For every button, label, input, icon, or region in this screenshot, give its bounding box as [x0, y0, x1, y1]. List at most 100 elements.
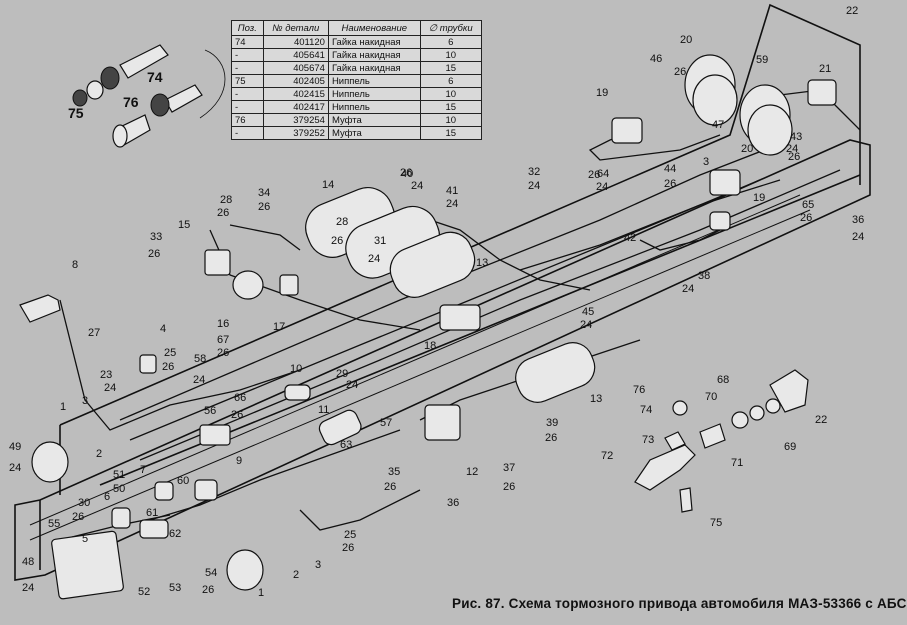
table-row: - 405641 Гайка накидная 10	[231, 48, 483, 62]
label-26: 26	[217, 207, 229, 219]
table-cell: -	[231, 48, 264, 62]
label-26: 26	[788, 151, 800, 163]
table-cell: Гайка накидная	[327, 35, 421, 49]
label-26: 26	[258, 201, 270, 213]
label-24: 24	[9, 462, 21, 474]
label-66: 66	[234, 392, 246, 404]
label-26: 26	[588, 169, 600, 181]
label-54: 54	[205, 567, 217, 579]
label-68: 68	[717, 374, 729, 386]
label-49: 49	[9, 441, 21, 453]
label-31: 31	[374, 235, 386, 247]
label-24: 24	[368, 253, 380, 265]
table-row: - 379252 Муфта 15	[231, 126, 483, 140]
table-header: № детали	[262, 20, 329, 36]
label-56: 56	[204, 405, 216, 417]
label-8: 8	[72, 259, 78, 271]
valve-60	[194, 479, 218, 501]
table-cell: Гайка накидная	[327, 61, 421, 75]
table-cell: -	[231, 100, 264, 114]
label-62: 62	[169, 528, 181, 540]
table-cell: 15	[419, 61, 483, 75]
valve-21	[807, 79, 837, 106]
table-cell: 10	[419, 48, 483, 62]
table-cell: Гайка накидная	[327, 48, 421, 62]
label-37: 37	[503, 462, 515, 474]
table-cell: Муфта	[327, 113, 421, 127]
label-55: 55	[48, 518, 60, 530]
table-cell: 402405	[262, 74, 329, 88]
table-row: - 402415 Ниппель 10	[231, 87, 483, 101]
table-cell: 405641	[262, 48, 329, 62]
label-3: 3	[315, 559, 321, 571]
label-71: 71	[731, 457, 743, 469]
label-19: 19	[596, 87, 608, 99]
table-cell: -	[231, 61, 264, 75]
label-26: 26	[800, 212, 812, 224]
label-67: 67	[217, 334, 229, 346]
label-3: 3	[703, 156, 709, 168]
label-33: 33	[150, 231, 162, 243]
air-tank-13	[515, 342, 596, 403]
label-20: 20	[680, 34, 692, 46]
valve-17	[279, 274, 299, 296]
brake-chamber-1-left	[31, 441, 69, 483]
label-19: 19	[753, 192, 765, 204]
label-2: 2	[293, 569, 299, 581]
label-35: 35	[388, 466, 400, 478]
label-36: 36	[852, 214, 864, 226]
table-cell: Ниппель	[327, 87, 421, 101]
label-20: 20	[741, 143, 753, 155]
table-cell: Ниппель	[327, 100, 421, 114]
callout-labels: 1 1 2 2 3 3 3 4 5 6 7 8 9 10 11 12 13 13…	[9, 5, 864, 599]
label-14: 14	[322, 179, 334, 191]
label-24: 24	[596, 181, 608, 193]
table-row: - 402417 Ниппель 15	[231, 100, 483, 114]
label-42: 42	[624, 232, 636, 244]
label-28: 28	[336, 216, 348, 228]
label-34: 34	[258, 187, 270, 199]
label-26: 26	[674, 66, 686, 78]
label-30: 30	[78, 497, 90, 509]
label-45: 45	[582, 306, 594, 318]
valve-15	[204, 249, 231, 276]
label-24: 24	[682, 283, 694, 295]
label-64: 64	[597, 168, 609, 180]
label-58: 58	[194, 353, 206, 365]
table-row: - 405674 Гайка накидная 15	[231, 61, 483, 75]
label-4: 4	[160, 323, 166, 335]
table-header-row: Поз. № детали Наименование ∅ трубки	[231, 20, 483, 36]
table-cell: 15	[419, 126, 483, 140]
label-13: 13	[590, 393, 602, 405]
detail-assembly-67	[634, 369, 809, 513]
label-25: 25	[164, 347, 176, 359]
label-26: 26	[384, 481, 396, 493]
table-cell: 76	[231, 113, 264, 127]
label-11: 11	[318, 404, 329, 416]
inset-label-74: 74	[147, 69, 163, 85]
table-cell: 401120	[262, 35, 329, 49]
label-26: 26	[72, 511, 84, 523]
table-cell: 379254	[262, 113, 329, 127]
table-cell: Ниппель	[327, 74, 421, 88]
label-7: 7	[140, 464, 146, 476]
valve-7	[154, 481, 174, 501]
label-12: 12	[466, 466, 478, 478]
label-26: 26	[162, 361, 174, 373]
label-25: 25	[344, 529, 356, 541]
table-cell: Муфта	[327, 126, 421, 140]
label-9: 9	[236, 455, 242, 467]
label-26: 26	[148, 248, 160, 260]
table-row: 76 379254 Муфта 10	[231, 113, 483, 127]
table-cell: 6	[419, 74, 483, 88]
label-18: 18	[424, 340, 436, 352]
table-cell: -	[231, 126, 264, 140]
table-cell: 402417	[262, 100, 329, 114]
label-28: 28	[220, 194, 232, 206]
label-27: 27	[88, 327, 100, 339]
brake-chamber-1-right	[226, 549, 264, 591]
label-15: 15	[178, 219, 190, 231]
valve-18	[439, 304, 481, 331]
label-44: 44	[664, 163, 676, 175]
